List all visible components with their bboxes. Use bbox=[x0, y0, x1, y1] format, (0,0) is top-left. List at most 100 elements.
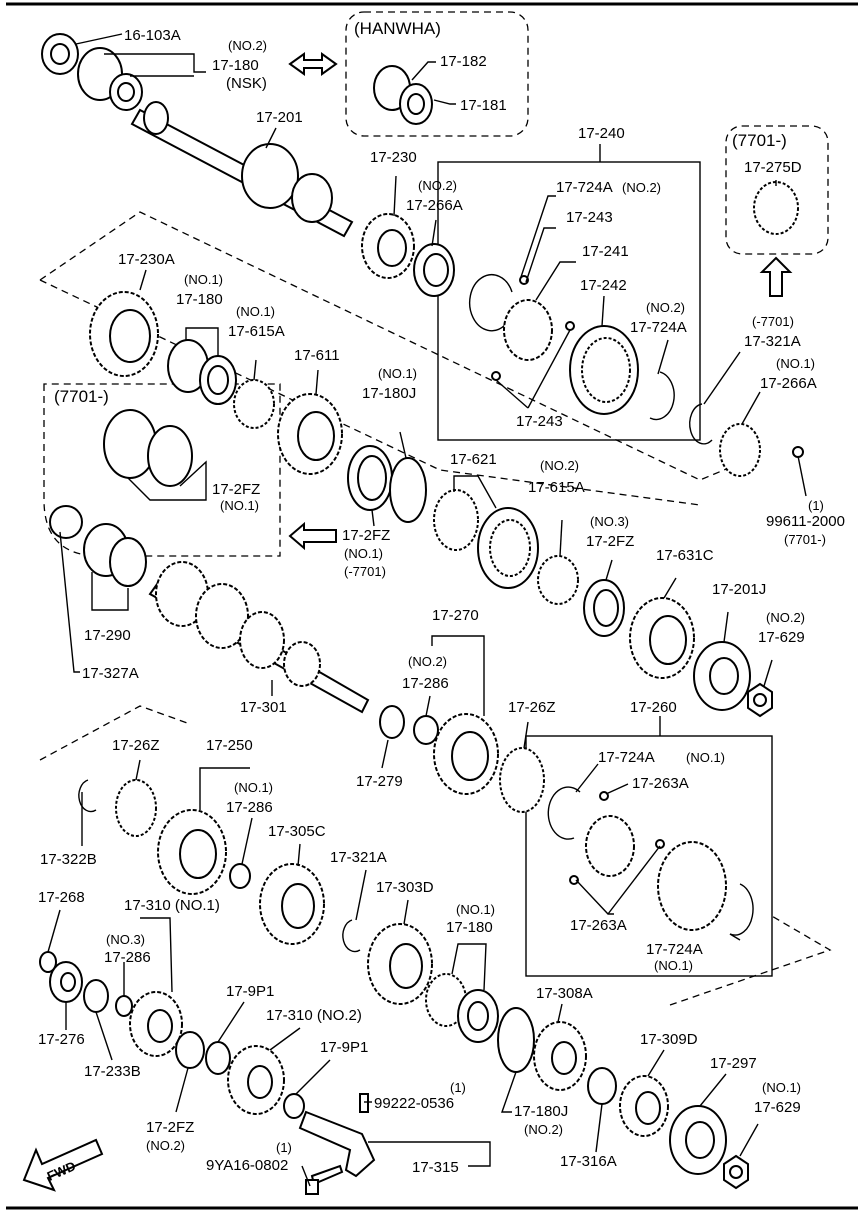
label-17-286-top: 17-286 bbox=[402, 675, 449, 692]
needle-bearing-17-615A bbox=[233, 379, 275, 429]
label-no2-17-724A-b: (NO.2) bbox=[646, 300, 685, 315]
washer-17-180J-no2 bbox=[497, 1007, 535, 1073]
double-arrow-icon bbox=[288, 52, 338, 76]
gear-17-310-no2 bbox=[227, 1045, 285, 1115]
synchro-parts-17-260 bbox=[547, 786, 754, 936]
label-17-611: 17-611 bbox=[294, 347, 340, 364]
label-17-297: 17-297 bbox=[710, 1055, 757, 1072]
label-no2-17-266A: (NO.2) bbox=[418, 178, 457, 193]
shaft-17-301 bbox=[148, 561, 370, 714]
leader-lines bbox=[47, 33, 807, 1187]
label-no1-17-724A-tag: (NO.1) bbox=[686, 750, 725, 765]
shift-lever-17-315 bbox=[298, 1093, 376, 1195]
label-9YA16-0802: 9YA16-0802 bbox=[206, 1157, 288, 1174]
label-16-103A: 16-103A bbox=[124, 27, 181, 44]
nut-17-629-no2 bbox=[747, 682, 773, 718]
label-17-2FZ-r: 17-2FZ bbox=[586, 533, 634, 550]
label-17-241: 17-241 bbox=[582, 243, 629, 260]
bearing-hanwha bbox=[373, 65, 433, 125]
label-17-316A: 17-316A bbox=[560, 1153, 617, 1170]
bearing-17-297 bbox=[669, 1105, 727, 1175]
label-17-286-b: 17-286 bbox=[104, 949, 151, 966]
label-no1-17-2FZ-box: (NO.1) bbox=[220, 498, 259, 513]
label-17-263A-b: 17-263A bbox=[570, 917, 627, 934]
ring-17-266A bbox=[413, 243, 455, 297]
needle-bearing-17-615A-no2 bbox=[537, 555, 579, 605]
label-17-615A: 17-615A bbox=[228, 323, 285, 340]
label-no3-17-286: (NO.3) bbox=[106, 932, 145, 947]
ring-17-26Z-left bbox=[115, 779, 157, 837]
bearing-17-9P1-a bbox=[205, 1041, 231, 1075]
bearing-17-275D bbox=[753, 181, 799, 235]
label-17-303D: 17-303D bbox=[376, 879, 434, 896]
gear-17-230A bbox=[89, 291, 159, 377]
up-arrow-icon bbox=[759, 256, 793, 297]
label-17-286-mid: 17-286 bbox=[226, 799, 273, 816]
label-17-621: 17-621 bbox=[450, 451, 497, 468]
hub-17-621 bbox=[433, 489, 539, 589]
washer-17-180J bbox=[389, 457, 427, 523]
label-17-250: 17-250 bbox=[206, 737, 253, 754]
label-no1-17-2FZ-mid: (NO.1) bbox=[344, 546, 383, 561]
synchro-ring-17-2FZ-no1 bbox=[347, 445, 393, 511]
bearing-17-276 bbox=[49, 961, 83, 1003]
label-17-2FZ-box: 17-2FZ bbox=[212, 481, 260, 498]
label-17-631C: 17-631C bbox=[656, 547, 714, 564]
ring-17-266A-no1 bbox=[719, 423, 761, 477]
label-17-308A: 17-308A bbox=[536, 985, 593, 1002]
label-17-290: 17-290 bbox=[84, 627, 131, 644]
ring-17-2FZ-no2 bbox=[175, 1031, 205, 1069]
left-arrow-icon bbox=[288, 521, 337, 551]
label-box-7701-top: (7701-) bbox=[732, 131, 787, 150]
label-17-26Z-l: 17-26Z bbox=[112, 737, 160, 754]
label-m7701: (-7701) bbox=[752, 314, 794, 329]
label-no1-17-286: (NO.1) bbox=[234, 780, 273, 795]
gear-17-303D bbox=[367, 923, 433, 1005]
label-17-309D: 17-309D bbox=[640, 1031, 698, 1048]
label-hanwha: (HANWHA) bbox=[354, 19, 441, 38]
snap-ring-17-321A bbox=[689, 403, 713, 445]
label-17-305C: 17-305C bbox=[268, 823, 326, 840]
label-17-180-mid: 17-180 bbox=[176, 291, 223, 308]
label-qty-9YA16: (1) bbox=[276, 1140, 292, 1155]
label-no1-17-629: (NO.1) bbox=[762, 1080, 801, 1095]
ring-17-26Z-right bbox=[499, 747, 545, 813]
key-17-286-no1 bbox=[229, 863, 251, 889]
gear-17-631C bbox=[629, 597, 695, 679]
label-nsk: (NSK) bbox=[226, 75, 267, 92]
label-no2-17-615A: (NO.2) bbox=[540, 458, 579, 473]
label-17-26Z-r: 17-26Z bbox=[508, 699, 556, 716]
label-17-322B: 17-322B bbox=[40, 851, 97, 868]
label-17-266A-b: 17-266A bbox=[760, 375, 817, 392]
label-17-243-a: 17-243 bbox=[566, 209, 613, 226]
label-17-327A: 17-327A bbox=[82, 665, 139, 682]
lower-group-outline bbox=[39, 705, 191, 761]
label-no3-17-2FZ: (NO.3) bbox=[590, 514, 629, 529]
gear-17-305C bbox=[259, 863, 325, 945]
label-no1-17-180J: (NO.1) bbox=[378, 366, 417, 381]
label-17-230: 17-230 bbox=[370, 149, 417, 166]
label-17-263A-a: 17-263A bbox=[632, 775, 689, 792]
label-17-260: 17-260 bbox=[630, 699, 677, 716]
gear-17-611 bbox=[277, 393, 343, 475]
label-17-180J-b: 17-180J bbox=[514, 1103, 568, 1120]
label-no2-17-180: (NO.2) bbox=[228, 38, 267, 53]
label-17-276: 17-276 bbox=[38, 1031, 85, 1048]
plate-17-233B bbox=[83, 979, 109, 1013]
synchro-ring-17-2FZ-no3 bbox=[583, 579, 625, 637]
key-17-286-no3 bbox=[115, 995, 133, 1017]
label-no2-17-2FZ-b: (NO.2) bbox=[146, 1138, 185, 1153]
label-17-724A-no1-b: 17-724A bbox=[646, 941, 703, 958]
label-7701-99611: (7701-) bbox=[784, 532, 826, 547]
label-17-321A-b: 17-321A bbox=[330, 849, 387, 866]
label-box-7701-left: (7701-) bbox=[54, 387, 109, 406]
label-17-615A-b: 17-615A bbox=[528, 479, 585, 496]
label-17-724A-no1: 17-724A bbox=[598, 749, 655, 766]
label-17-629-top: 17-629 bbox=[758, 629, 805, 646]
label-no1-17-266A: (NO.1) bbox=[776, 356, 815, 371]
gear-17-270 bbox=[379, 705, 499, 795]
label-no2-17-286: (NO.2) bbox=[408, 654, 447, 669]
fwd-arrow-icon bbox=[22, 1138, 104, 1192]
label-17-268: 17-268 bbox=[38, 889, 85, 906]
